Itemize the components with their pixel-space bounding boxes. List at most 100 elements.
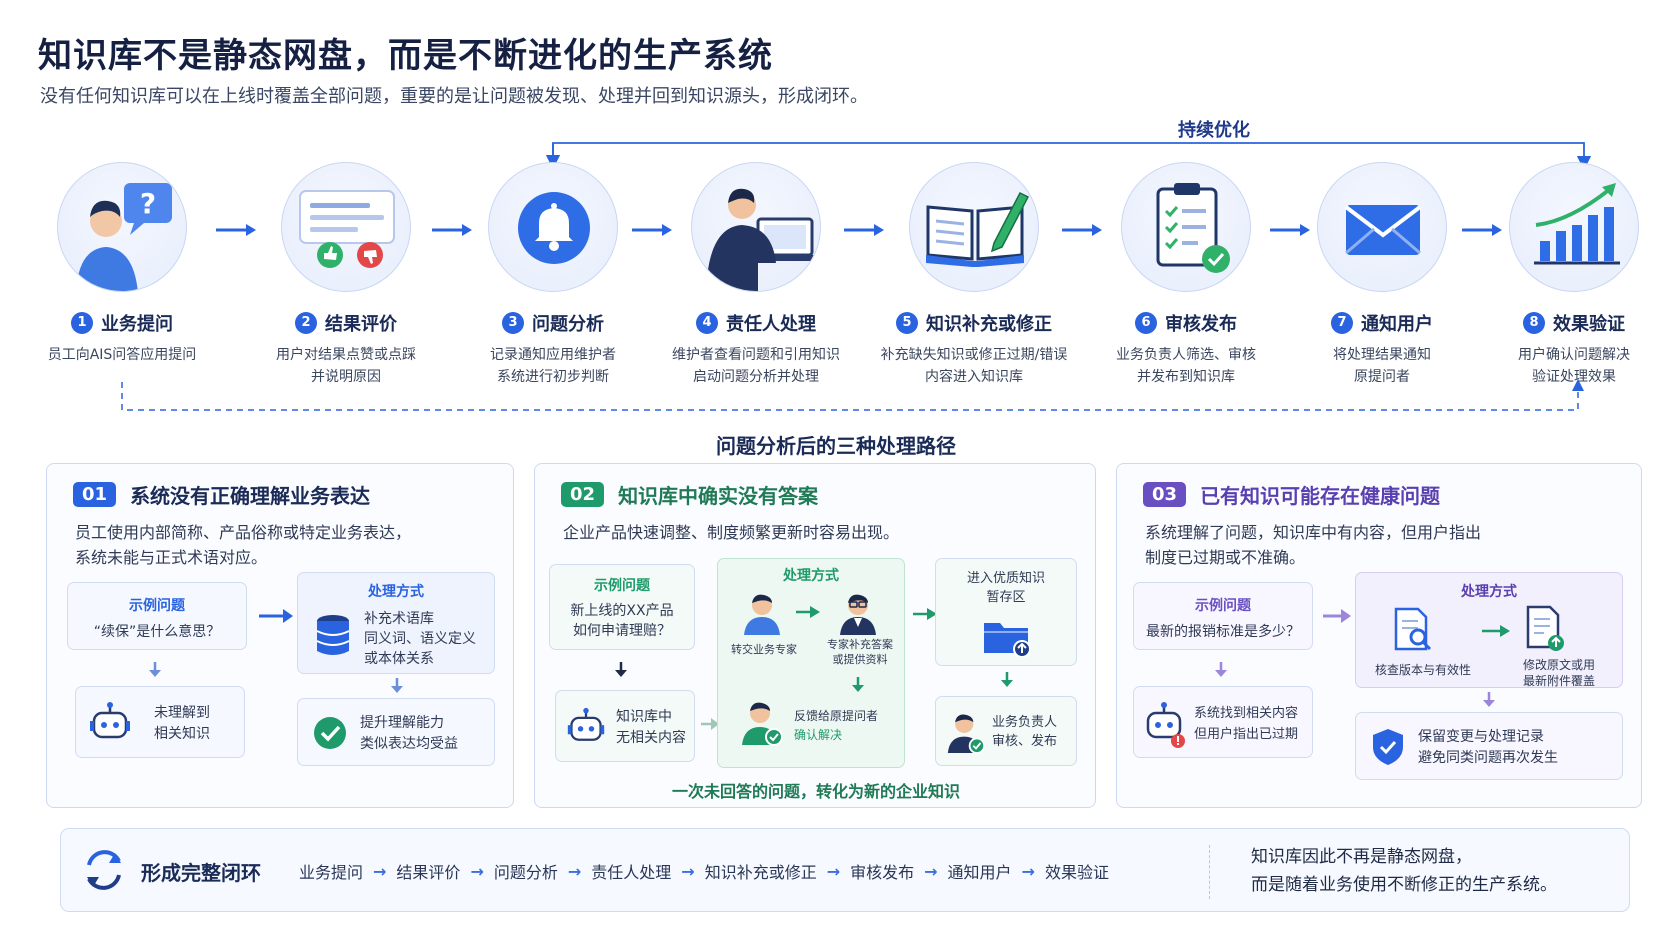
paths-title: 问题分析后的三种处理路径 [716,434,956,458]
method-head: 处理方式 [368,584,424,600]
keep-record-box: 保留变更与处理记录 避免同类问题再次发生 [1355,712,1623,780]
shield-icon [1373,729,1403,765]
panel-desc: 系统理解了问题，知识库中有内容，但用户指出 [1145,523,1482,542]
arrow-right-icon [796,606,820,618]
robot-outdated-box: 系统找到相关内容 但用户指出已过期 [1133,686,1313,758]
step-desc: 补充缺失知识或修正过期/错误 [880,347,1068,363]
arrow-right-icon [1062,224,1102,236]
person-confirm-icon [742,702,783,746]
example-text: 最新的报销标准是多少？ [1146,624,1300,640]
arrow-right-icon [844,224,884,236]
method-line: 同义词、语义定义 [364,631,476,647]
panel-footer: 一次未回答的问题，转化为新的企业知识 [671,782,960,801]
arrow-down-icon [149,662,161,677]
step-desc: 将处理结果通知 [1333,347,1431,363]
step-title: 业务提问 [101,314,173,335]
page-title: 知识库不是静态网盘，而是不断进化的生产系统 [38,36,773,76]
step-desc: 业务负责人筛选、审核 [1116,347,1256,363]
loop-icon [87,850,121,890]
robot-icon [567,707,605,741]
robot-icon [90,702,130,739]
method-b: 最新附件覆盖 [1522,674,1595,688]
step-desc: 员工向AIS问答应用提问 [47,347,197,363]
example-question-box: 示例问题 “续保”是什么意思？ [67,582,247,650]
flow-item: 责任人处理 [591,863,672,882]
flow-item: 通知用户 [947,863,1012,882]
robot-line: 知识库中 [616,709,672,725]
example-head: 示例问题 [1195,598,1251,614]
example-head: 示例问题 [129,598,185,614]
method-a: 核查版本与有效性 [1374,663,1471,677]
robot-no-answer-box: 知识库中 无相关内容 [555,690,695,762]
step-title: 知识补充或修正 [926,314,1052,335]
svg-text:?: ? [140,187,156,220]
step-desc: 启动问题分析并处理 [693,369,819,385]
panel-badge: 02 [561,482,605,507]
divider [1209,845,1210,899]
panel-desc: 系统未能与正式术语对应。 [75,548,268,567]
method-a: 转交业务专家 [731,643,797,656]
example-line: 新上线的XX产品 [570,603,674,619]
staging-line: 暂存区 [986,590,1026,605]
result-line: 类似表达均受益 [360,736,458,752]
step-title: 问题分析 [532,314,604,335]
step-title: 结果评价 [325,314,397,335]
owner-line: 业务负责人 [992,715,1058,730]
arrow-right-icon [1270,224,1310,236]
step-desc: 原提问者 [1354,369,1410,385]
flow-item: 效果验证 [1044,863,1109,882]
step-desc: 内容进入知识库 [925,369,1023,385]
method-box: 处理方式 核查版本与有效性 修改原文或用 最新附件覆盖 [1355,572,1623,688]
step-title: 审核发布 [1165,314,1237,335]
panel-title: 系统没有正确理解业务表达 [130,484,371,508]
example-line: 如何申请理赔？ [573,623,671,639]
step-desc: 记录通知应用维护者 [490,347,616,363]
keep-line: 保留变更与处理记录 [1418,729,1544,745]
method-c: 确认解决 [794,728,843,742]
arrow-down-icon [1215,662,1227,677]
flow-item: 业务提问 [299,863,364,882]
robot-line: 系统找到相关内容 [1194,706,1299,721]
robot-alert-icon [1146,702,1185,748]
method-box: 处理方式 转交业务专家 专家补充答案 或提供资料 反馈给原提问者 确认解决 [717,558,905,768]
person-check-icon [947,714,986,754]
arrow-right-icon [432,224,472,236]
step-number: 4 [696,312,718,334]
step-title: 效果验证 [1553,314,1625,335]
step-desc: 验证处理效果 [1532,369,1616,385]
robot-unresolved-box: 未理解到 相关知识 [75,686,245,758]
result-box: 提升理解能力 类似表达均受益 [297,698,495,766]
panel-desc: 员工使用内部简称、产品俗称或特定业务表达， [75,523,412,542]
arrow-right-icon [1323,609,1351,623]
feedback-icon [281,162,411,292]
step-title: 通知用户 [1361,314,1433,335]
book-pen-icon [909,162,1039,292]
person-icon [744,594,780,635]
closed-loop-flow: 业务提问→ 结果评价→ 问题分析→ 责任人处理→ 知识补充或修正→ 审核发布→ … [299,859,1109,883]
folder-icon [984,623,1031,657]
step-number: 8 [1523,312,1545,334]
step-number: 5 [896,312,918,334]
arrow-right-icon: → [373,861,387,881]
step-1: ? 1 业务提问 员工向AIS问答应用提问 [22,162,222,366]
database-icon [316,615,350,655]
arrow-down-icon [852,677,864,692]
arrow-right-icon: → [826,861,841,881]
arrow-right-icon [701,718,719,730]
arrow-right-icon [913,608,937,620]
bell-icon [488,162,618,292]
step-desc: 用户对结果点赞或点踩 [276,347,416,363]
method-b: 或提供资料 [832,653,888,666]
checklist-icon [1121,162,1251,292]
keep-line: 避免同类问题再次发生 [1418,750,1558,766]
example-text: “续保”是什么意思？ [93,624,221,640]
mail-icon [1317,162,1447,292]
closed-loop-label: 形成完整闭环 [141,861,261,885]
step-number: 1 [71,312,93,334]
